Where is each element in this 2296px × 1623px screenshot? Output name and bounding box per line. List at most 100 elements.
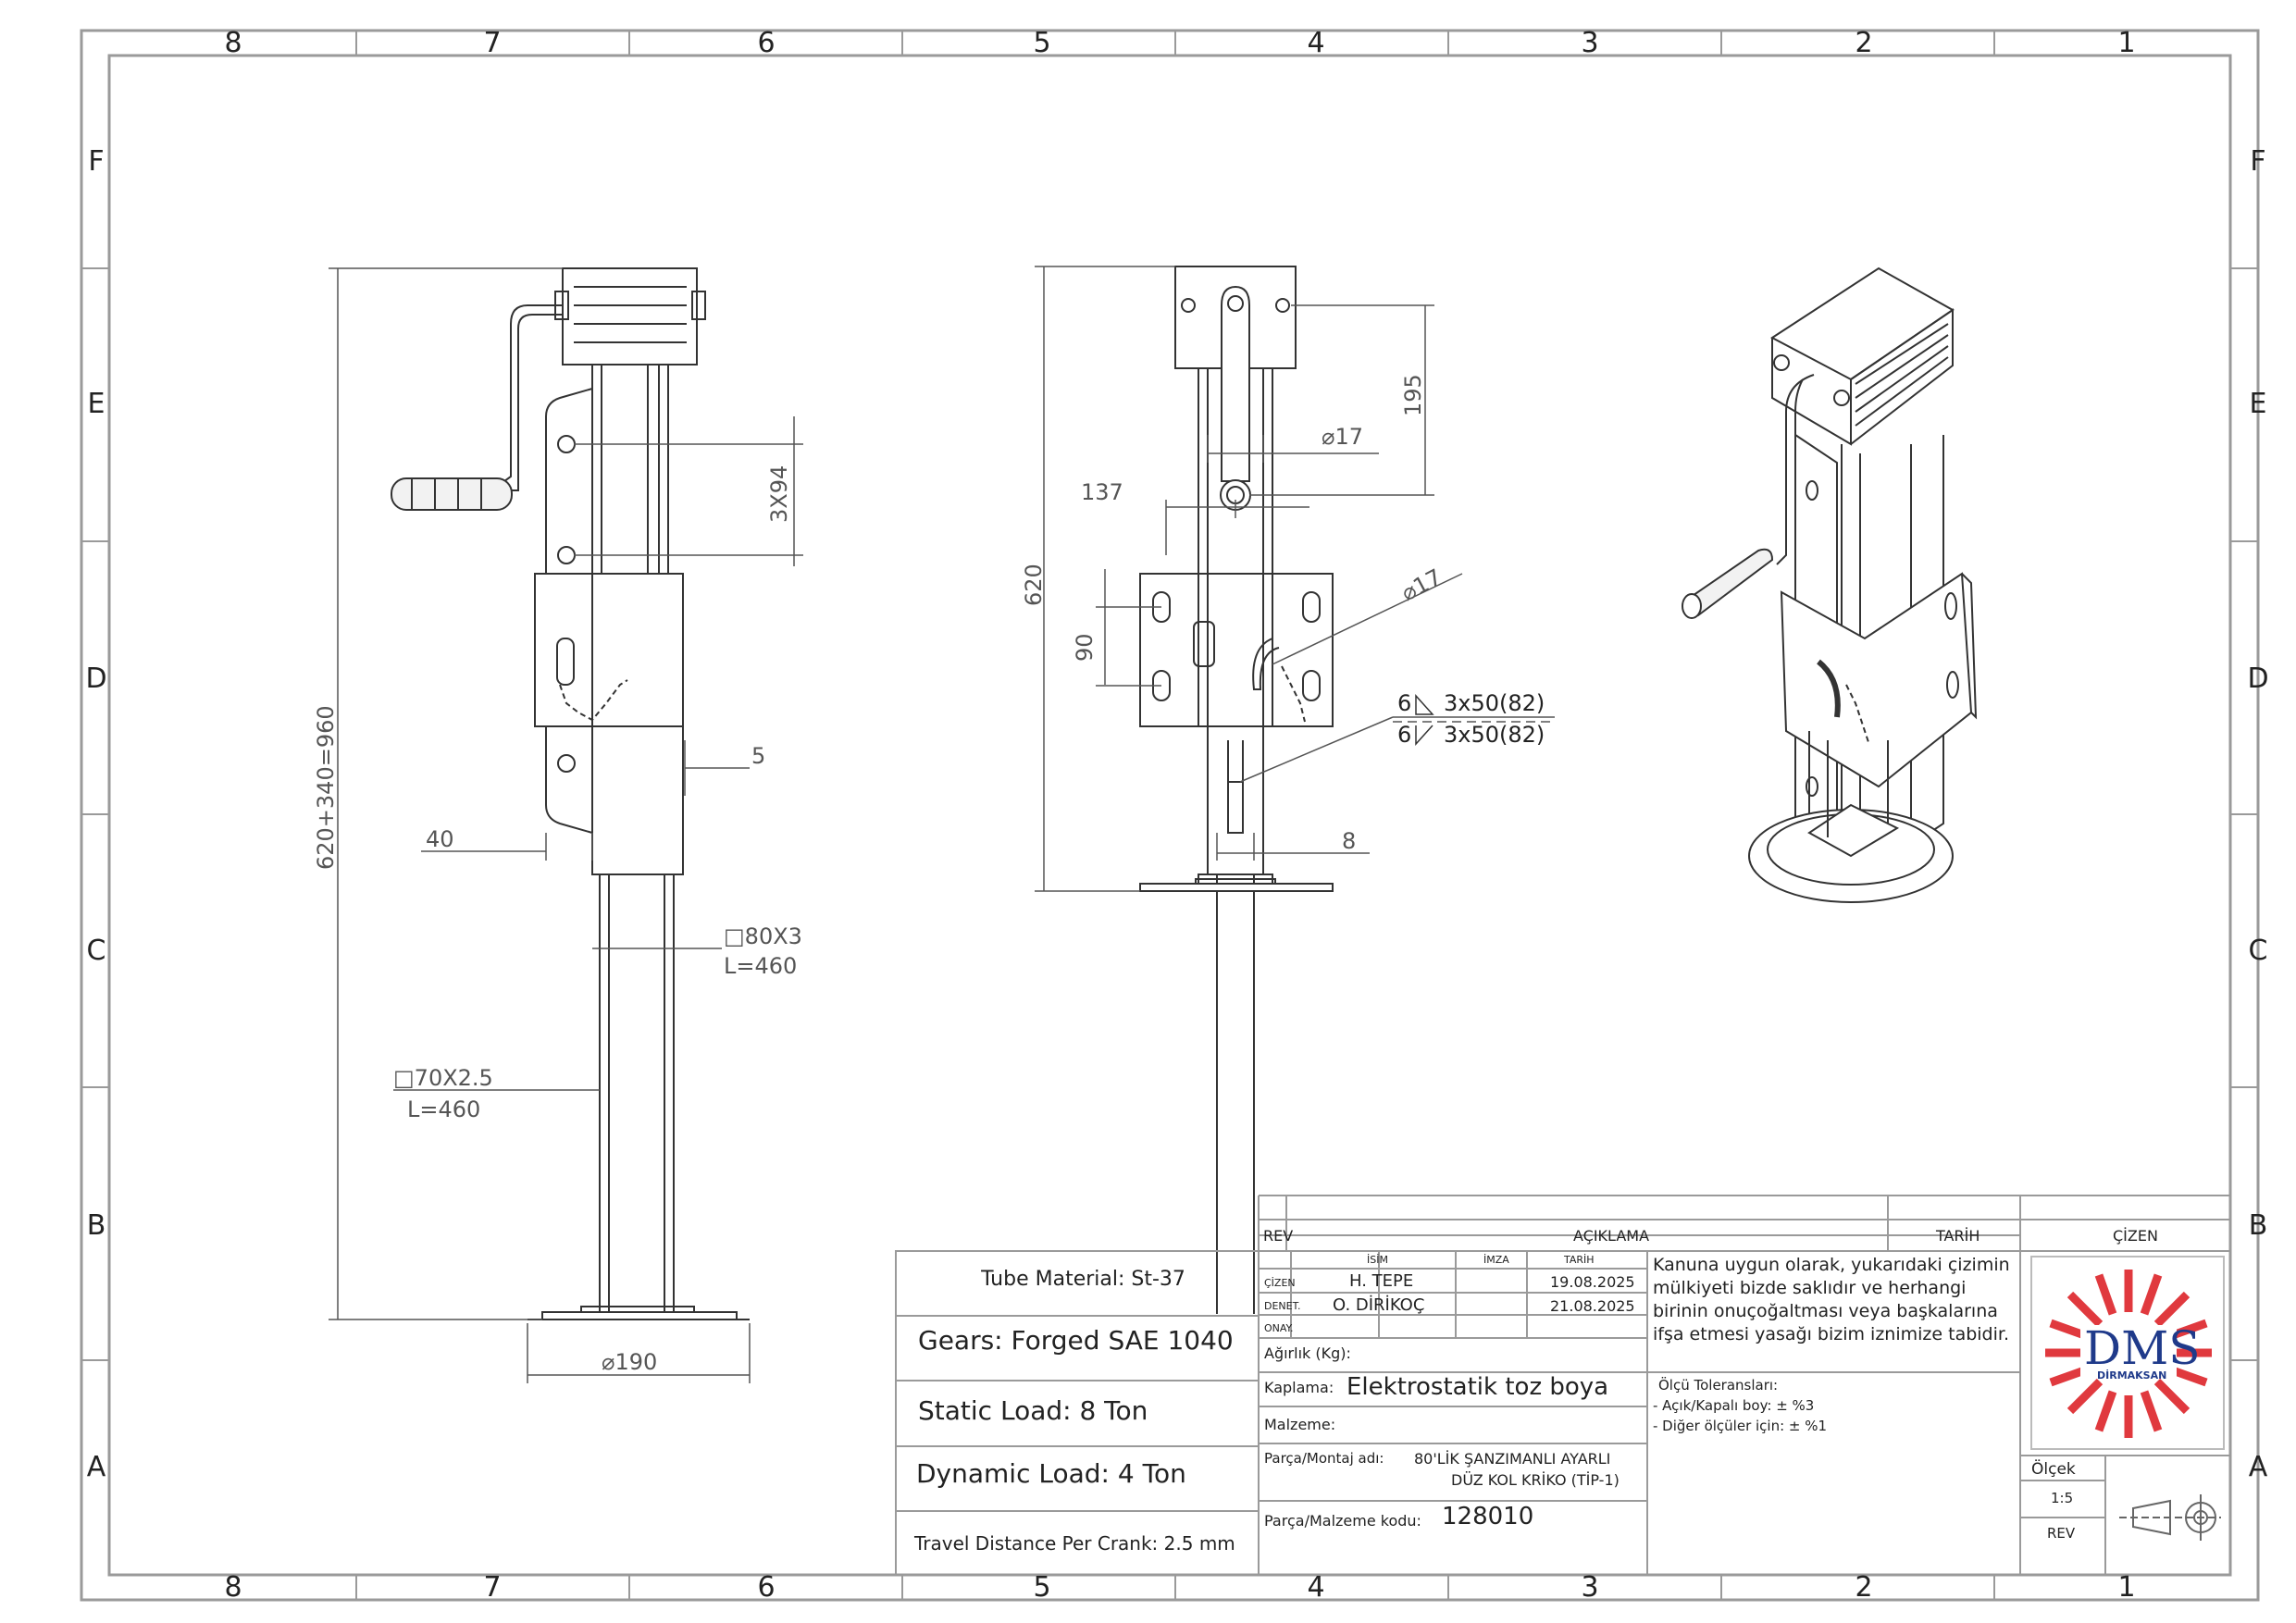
date-header: TARİH [1936,1227,1980,1245]
dimension-labels: 620+340=960 3X94 5 40 □80X3 L=460 □70X2.… [313,374,1545,1375]
rev-label: REV [2047,1525,2076,1542]
zone-ticks [81,31,2258,1600]
col-label-7-bottom: 7 [483,1571,502,1604]
tolerance-open-closed: - Açık/Kapalı boy: ± %3 [1653,1397,1815,1414]
dim-inner-tube: □70X2.5 [393,1065,493,1091]
row-label-f-left: F [88,145,105,178]
locking-pin-front [1252,638,1280,690]
dim-hole-pitch: 3X94 [766,465,792,523]
row-label-f-right: F [2250,145,2266,178]
dim-total-height: 620+340=960 [313,705,339,870]
checked-label: DENET. [1264,1300,1301,1312]
col-label-1-top: 1 [2117,27,2136,59]
dim-plate-hole-spacing: 90 [1072,633,1098,662]
copyright-line-3: birinin onuçoğaltması veya başkalarına [1653,1301,1998,1321]
col-label-3-bottom: 3 [1581,1571,1599,1604]
crank-shaft-front [1221,285,1250,482]
row-label-d-left: D [85,663,107,695]
drawn-date: 19.08.2025 [1550,1273,1635,1291]
projection-symbol [2119,1494,2221,1541]
dim-pin-hole-2: ⌀17 [1397,564,1446,606]
row-label-c-left: C [86,935,106,967]
row-label-c-right: C [2248,935,2268,967]
copyright-line-1: Kanuna uygun olarak, yukarıdaki çizimin [1653,1255,2010,1275]
name-col-header: İSİM [1367,1254,1388,1266]
dim-front-height: 620 [1021,564,1047,606]
col-label-2-top: 2 [1855,27,1873,59]
isometric-view [1682,266,1978,903]
weld-1-spec: 3x50(82) [1444,690,1545,716]
col-label-4-bottom: 4 [1307,1571,1325,1604]
part-name-line1: 80'LİK ŞANZIMANLI AYARLI [1414,1450,1611,1468]
crank-grip [391,477,513,511]
row-label-d-right: D [2247,663,2269,695]
tolerance-other: - Diğer ölçüler için: ± %1 [1653,1418,1828,1434]
dim-plate-offset: 5 [751,743,765,769]
approved-label: ONAY. [1264,1322,1294,1334]
dim-lug-offset: 40 [426,826,454,852]
tolerance-title: Ölçü Toleransları: [1658,1377,1779,1394]
dim-crank-offset: 137 [1081,479,1123,505]
col-label-3-top: 3 [1581,27,1599,59]
logo-subtext: DİRMAKSAN [2097,1369,2167,1381]
checked-name: O. DİRİKOÇ [1333,1295,1425,1315]
row-label-b-left: B [86,1209,106,1242]
dim-inner-tube-length: L=460 [407,1096,480,1122]
weld-symbols [1415,694,1434,746]
foot-plate-front [1139,883,1334,892]
col-label-8-top: 8 [224,27,242,59]
drawn-name: H. TEPE [1349,1271,1414,1291]
material-label: Malzeme: [1264,1416,1336,1433]
col-label-5-top: 5 [1033,27,1051,59]
description-header: AÇIKLAMA [1573,1227,1650,1245]
row-label-e-left: E [87,388,105,420]
drawn-label: ÇİZEN [1264,1277,1296,1289]
front-view [1139,266,1334,1314]
rev-header: REV [1263,1227,1294,1245]
side-view [391,267,750,1320]
part-name-label: Parça/Montaj adı: [1264,1450,1384,1467]
spec-gears: Gears: Forged SAE 1040 [918,1325,1234,1356]
row-label-a-left: A [86,1451,106,1483]
col-label-2-bottom: 2 [1855,1571,1873,1604]
foot-plate-side [541,1311,738,1320]
col-label-4-top: 4 [1307,27,1325,59]
weld-1-size: 6 [1397,690,1411,716]
logo-text: DMS [2084,1321,2201,1375]
dim-outer-tube-length: L=460 [724,953,797,979]
col-label-8-bottom: 8 [224,1571,242,1604]
copyright-line-4: ifşa etmesi yasağı bizim iznimize tabidi… [1653,1324,2009,1344]
row-label-b-right: B [2248,1209,2268,1242]
col-label-6-top: 6 [757,27,776,59]
crank-iso [1776,374,1815,565]
side-view-dimensions [329,267,803,1383]
row-label-a-right: A [2248,1451,2268,1483]
scale-label: Ölçek [2031,1460,2076,1479]
dim-top-to-pin: 195 [1400,374,1426,416]
weld-2-size: 6 [1397,722,1411,748]
row-label-e-right: E [2249,388,2267,420]
col-label-5-bottom: 5 [1033,1571,1051,1604]
part-code: 128010 [1442,1503,1534,1530]
spec-dynamic-load: Dynamic Load: 4 Ton [916,1458,1186,1489]
spec-tube-material: Tube Material: St-37 [981,1268,1185,1291]
coating-label: Kaplama: [1264,1379,1334,1396]
dim-pin-hole-1: ⌀17 [1322,424,1363,450]
checked-date: 21.08.2025 [1550,1297,1635,1315]
front-view-dimensions [1035,266,1555,892]
gearbox-top-side [562,267,698,365]
title-block-grid [895,1195,2230,1576]
part-name-line2: DÜZ KOL KRİKO (TİP-1) [1451,1471,1620,1489]
mount-plate-front [1139,573,1334,727]
coating-value: Elektrostatik toz boya [1347,1373,1609,1401]
signature-col-header: İMZA [1483,1254,1509,1266]
date-col-header: TARİH [1564,1254,1595,1266]
dim-tube-gap: 8 [1342,828,1356,854]
dim-foot-diameter: ⌀190 [602,1349,657,1375]
spec-static-load: Static Load: 8 Ton [918,1395,1148,1426]
drawn-header: ÇİZEN [2113,1227,2158,1245]
spec-travel: Travel Distance Per Crank: 2.5 mm [914,1532,1235,1555]
col-label-1-bottom: 1 [2117,1571,2136,1604]
weld-2-spec: 3x50(82) [1444,722,1545,748]
